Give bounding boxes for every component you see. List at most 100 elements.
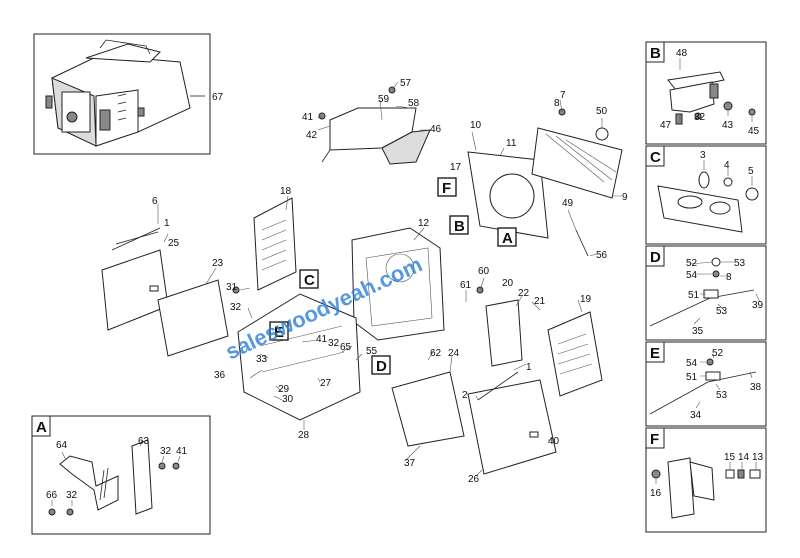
label-62: 62 bbox=[430, 348, 442, 359]
label-21: 21 bbox=[534, 296, 546, 307]
detail-panel-B: B 48 47 32 43 45 bbox=[645, 41, 767, 145]
label-22: 22 bbox=[518, 288, 530, 299]
detail-panel-E: E 54 52 51 53 38 34 bbox=[645, 341, 767, 427]
label-12: 12 bbox=[418, 218, 430, 229]
label-27: 27 bbox=[320, 378, 332, 389]
detail-F-16: 16 bbox=[650, 488, 662, 499]
detail-D-53b: 53 bbox=[716, 306, 728, 317]
callout-E: E bbox=[274, 324, 284, 341]
callout-box-C[interactable] bbox=[299, 269, 319, 289]
label-40: 40 bbox=[548, 436, 560, 447]
callout-F: F bbox=[442, 180, 451, 197]
label-29: 29 bbox=[278, 384, 290, 395]
label-65: 65 bbox=[340, 342, 352, 353]
main-parts bbox=[101, 86, 623, 475]
callout-box-F[interactable] bbox=[437, 177, 457, 197]
detail-A-41: 41 bbox=[176, 446, 188, 457]
label-31: 31 bbox=[226, 282, 238, 293]
label-56: 56 bbox=[596, 250, 608, 261]
label-19: 19 bbox=[580, 294, 592, 305]
label-50: 50 bbox=[596, 106, 608, 117]
label-24: 24 bbox=[448, 348, 460, 359]
callout-box-D[interactable] bbox=[371, 355, 391, 375]
label-23: 23 bbox=[212, 258, 224, 269]
detail-D-39: 39 bbox=[752, 300, 764, 311]
label-7: 7 bbox=[560, 90, 566, 101]
detail-D-52: 52 bbox=[686, 258, 698, 269]
detail-B-48: 48 bbox=[676, 48, 688, 59]
detail-panel-A: A 64 63 32 41 66 32 bbox=[31, 415, 211, 535]
callout-C: C bbox=[304, 272, 315, 289]
detail-F-13: 13 bbox=[752, 452, 764, 463]
callout-box-B[interactable] bbox=[449, 215, 469, 235]
detail-panel-D: D 52 53 54 8 51 53 39 35 bbox=[645, 245, 767, 341]
detail-E-53: 53 bbox=[716, 390, 728, 401]
label-18: 18 bbox=[280, 186, 292, 197]
label-1: 1 bbox=[164, 218, 170, 229]
detail-D-letter: D bbox=[650, 249, 661, 266]
main-callouts: F B A C E D bbox=[269, 177, 517, 375]
label-61: 61 bbox=[460, 280, 472, 291]
callout-box-E[interactable] bbox=[269, 321, 289, 341]
label-9: 9 bbox=[622, 192, 628, 203]
callout-A: A bbox=[502, 230, 513, 247]
detail-B-32: 32 bbox=[694, 112, 706, 123]
detail-A-66: 66 bbox=[46, 490, 58, 501]
detail-E-38: 38 bbox=[750, 382, 762, 393]
label-33: 33 bbox=[256, 354, 268, 365]
assembled-unit-panel: 67 bbox=[33, 33, 224, 155]
detail-D-54: 54 bbox=[686, 270, 698, 281]
label-55: 55 bbox=[366, 346, 378, 357]
detail-E-letter: E bbox=[650, 345, 660, 362]
detail-A-63: 63 bbox=[138, 436, 150, 447]
label-6: 6 bbox=[152, 196, 158, 207]
detail-D-51: 51 bbox=[688, 290, 700, 301]
label-25: 25 bbox=[168, 238, 180, 249]
label-10: 10 bbox=[470, 120, 482, 131]
detail-E-54: 54 bbox=[686, 358, 698, 369]
detail-E-51: 51 bbox=[686, 372, 698, 383]
label-67: 67 bbox=[212, 92, 224, 103]
detail-panel-C: C 3 4 5 bbox=[645, 145, 767, 245]
detail-B-47: 47 bbox=[660, 120, 672, 131]
label-30: 30 bbox=[282, 394, 294, 405]
label-8: 8 bbox=[554, 98, 560, 109]
label-59: 59 bbox=[378, 94, 390, 105]
detail-D-8: 8 bbox=[726, 272, 732, 283]
label-2: 2 bbox=[462, 390, 468, 401]
callout-B: B bbox=[454, 218, 465, 235]
detail-A-letter: A bbox=[36, 419, 47, 436]
detail-B-letter: B bbox=[650, 45, 661, 62]
callout-box-A[interactable] bbox=[497, 227, 517, 247]
detail-panel-F: F 15 14 13 16 bbox=[645, 427, 767, 533]
label-32: 32 bbox=[230, 302, 242, 313]
label-57: 57 bbox=[400, 78, 412, 89]
label-32b: 32 bbox=[328, 338, 340, 349]
label-17: 17 bbox=[450, 162, 462, 173]
label-60: 60 bbox=[478, 266, 490, 277]
detail-B-43: 43 bbox=[722, 120, 734, 131]
detail-E-52: 52 bbox=[712, 348, 724, 359]
main-part-numbers: 57 59 58 41 42 46 8 7 50 10 11 17 9 18 1… bbox=[152, 78, 628, 485]
detail-C-3: 3 bbox=[700, 150, 706, 161]
detail-C-letter: C bbox=[650, 149, 661, 166]
label-36: 36 bbox=[214, 370, 226, 381]
label-37: 37 bbox=[404, 458, 416, 469]
detail-A-64: 64 bbox=[56, 440, 68, 451]
label-58: 58 bbox=[408, 98, 420, 109]
label-42: 42 bbox=[306, 130, 318, 141]
detail-D-35: 35 bbox=[692, 326, 704, 337]
leader-lines bbox=[157, 81, 622, 477]
label-41: 41 bbox=[302, 112, 314, 123]
label-49: 49 bbox=[562, 198, 574, 209]
label-1b: 1 bbox=[526, 362, 532, 373]
detail-F-15: 15 bbox=[724, 452, 736, 463]
label-26: 26 bbox=[468, 474, 480, 485]
label-11: 11 bbox=[506, 138, 517, 149]
detail-A-32b: 32 bbox=[66, 490, 78, 501]
detail-F-letter: F bbox=[650, 431, 659, 448]
detail-C-4: 4 bbox=[724, 160, 730, 171]
detail-F-14: 14 bbox=[738, 452, 750, 463]
label-46: 46 bbox=[430, 124, 442, 135]
